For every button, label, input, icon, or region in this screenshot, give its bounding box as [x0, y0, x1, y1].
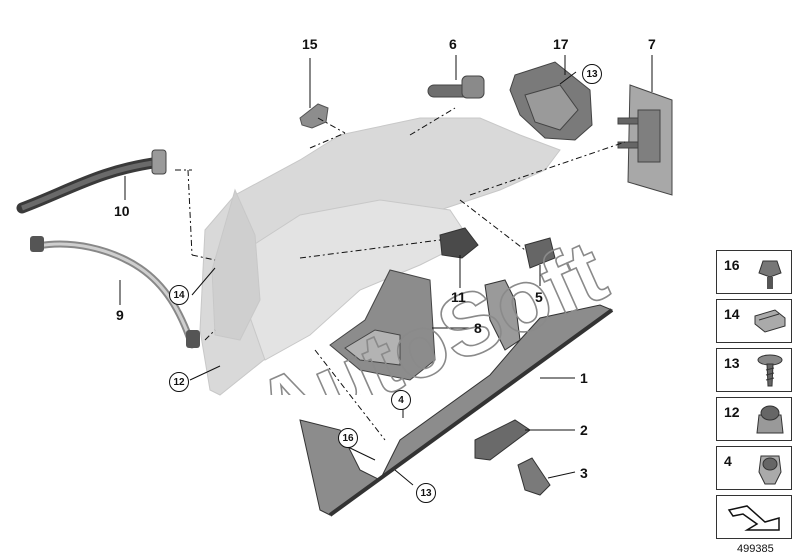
callout-2: 2 — [580, 422, 588, 438]
legend-item-16: 16 — [716, 250, 792, 294]
lock-part-5 — [524, 237, 556, 269]
handle-part-6 — [427, 75, 485, 99]
callout-6: 6 — [449, 36, 457, 52]
legend-number: 13 — [724, 355, 740, 371]
switch-part-11 — [439, 227, 479, 259]
hose-part-10 — [16, 149, 167, 214]
legend-item-4: 4 — [716, 446, 792, 490]
callout-1: 1 — [580, 370, 588, 386]
legend-item-14: 14 — [716, 299, 792, 343]
legend-item-13: 13 — [716, 348, 792, 392]
assembly-lines — [175, 107, 626, 441]
callout-7: 7 — [648, 36, 656, 52]
legend-number: 4 — [724, 453, 732, 469]
legend-item-12: 12 — [716, 397, 792, 441]
callout-15: 15 — [302, 36, 318, 52]
leader-lines — [119, 55, 653, 486]
legend-number: 14 — [724, 306, 740, 322]
circled-callout-13-top: 13 — [582, 64, 602, 84]
spring-clip-icon — [754, 309, 786, 333]
arrow-icon — [727, 505, 780, 531]
circled-callout-12: 12 — [169, 372, 189, 392]
cover-part-17 — [509, 61, 593, 141]
clamp-icon — [758, 455, 782, 485]
callout-10: 10 — [114, 203, 130, 219]
bracket-part-7 — [617, 84, 673, 196]
insert-part-8 — [329, 269, 436, 381]
circled-callout-16: 16 — [338, 428, 358, 448]
lid-part-1 — [299, 279, 614, 517]
callout-9: 9 — [116, 307, 124, 323]
callout-17: 17 — [553, 36, 569, 52]
circled-callout-14: 14 — [169, 285, 189, 305]
circled-callout-13-bottom: 13 — [416, 483, 436, 503]
legend-arrow-box — [716, 495, 792, 539]
latch-part-2 — [474, 419, 531, 461]
diagram-id: 499385 — [737, 543, 774, 555]
clip-part-15 — [299, 103, 329, 129]
nut-clip-icon — [756, 405, 784, 434]
circled-callout-4: 4 — [391, 390, 411, 410]
callout-11: 11 — [451, 289, 466, 305]
callout-3: 3 — [580, 465, 588, 481]
glovebox-housing — [199, 117, 561, 396]
push-rivet-icon — [758, 260, 782, 289]
legend-number: 16 — [724, 257, 740, 273]
callout-5: 5 — [535, 289, 543, 305]
callout-8: 8 — [474, 320, 482, 336]
screw-icon — [757, 354, 783, 387]
cylinder-part-3 — [517, 457, 551, 496]
legend-number: 12 — [724, 404, 740, 420]
hose-part-9 — [30, 236, 200, 349]
